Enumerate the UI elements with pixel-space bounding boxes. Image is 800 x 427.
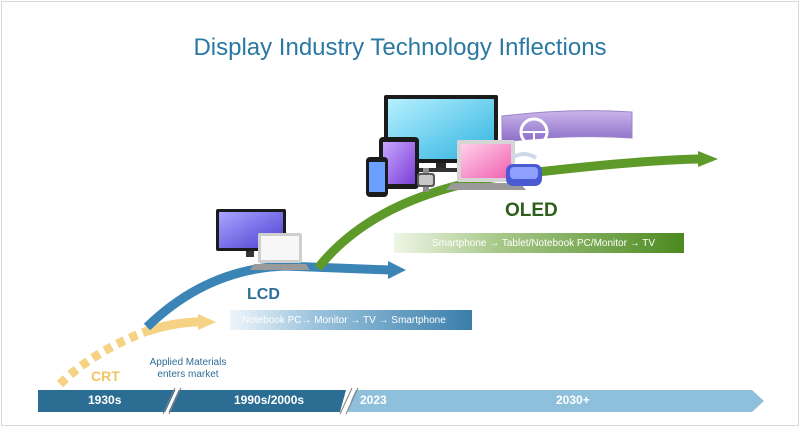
timeline-segment-past [38,390,346,412]
timeline-break [341,387,357,415]
timeline-label-1930s: 1930s [88,393,122,407]
smartwatch-icon [417,168,435,192]
oled-applications-text: Smartphone → Tablet/Notebook PC/Monitor … [432,238,656,249]
timeline-segment-future [348,390,764,412]
laptop-icon [446,140,526,190]
automotive-display-icon [501,110,633,147]
crt-curve [56,314,216,388]
oled-label: OLED [505,200,558,221]
smartphone-icon [366,157,388,197]
tablet-icon [379,137,419,189]
oled-applications-bar [394,233,684,253]
applied-materials-annotation: Applied Materials enters market [149,357,227,380]
crt-arrowhead [198,314,216,330]
timeline-label-2030-plus: 2030+ [556,393,590,407]
page-title: Display Industry Technology Inflections [193,34,607,61]
lcd-arrowhead [388,261,406,279]
timeline [38,387,764,415]
timeline-label-1990s-2000s: 1990s/2000s [234,393,305,407]
lcd-label: LCD [247,286,280,303]
oled-arrowhead [698,151,718,167]
timeline-label-2023: 2023 [360,393,387,407]
lcd-applications-bar [230,310,472,330]
laptop-icon [250,233,310,270]
crt-label: CRT [91,368,120,384]
vr-headset-icon [506,152,542,186]
lcd-applications-text: Notebook PC→ Monitor → TV → Smartphone [242,315,446,326]
timeline-break [164,387,180,415]
